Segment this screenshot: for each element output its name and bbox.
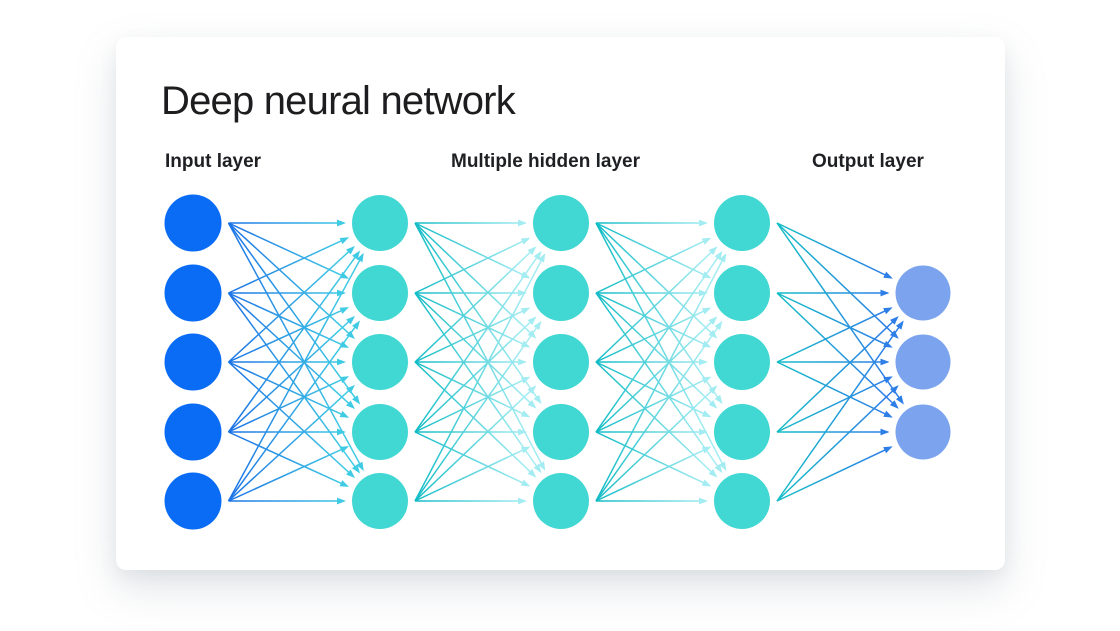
- diagram-card: Deep neural network Input layer Multiple…: [116, 37, 1005, 570]
- output-layer-label: Output layer: [812, 151, 924, 172]
- input-layer-label: Input layer: [165, 151, 262, 172]
- hidden-layer-label: Multiple hidden layer: [451, 151, 640, 172]
- neural-network-diagram: [164, 194, 951, 530]
- diagram-title: Deep neural network: [161, 79, 516, 123]
